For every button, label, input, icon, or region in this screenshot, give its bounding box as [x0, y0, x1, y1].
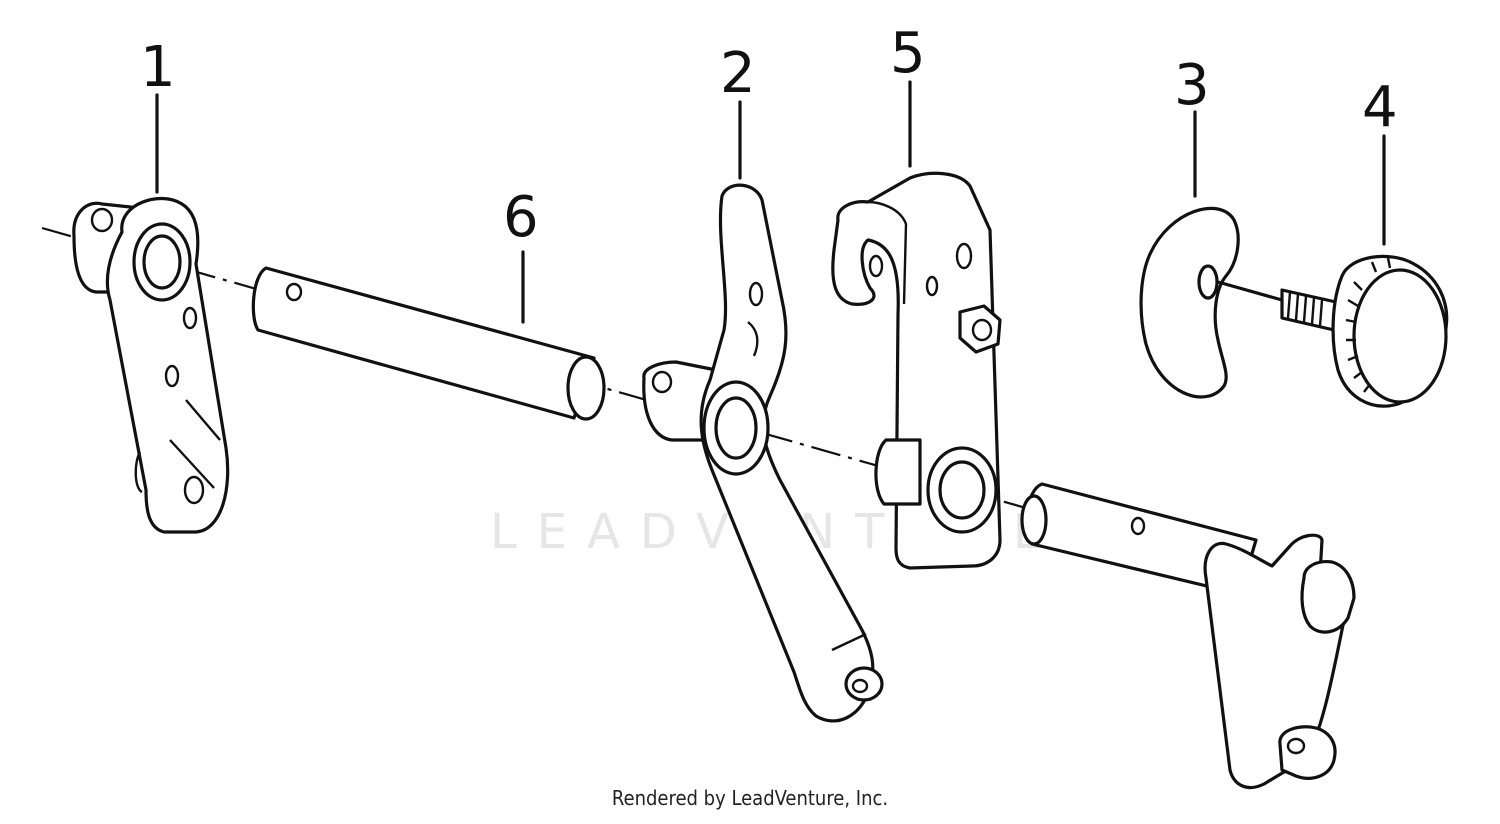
- callout-4: 4: [1362, 75, 1398, 140]
- part-3-washer: [1139, 206, 1240, 399]
- callout-3: 3: [1174, 53, 1210, 118]
- callout-1: 1: [140, 35, 176, 100]
- part-1-lever-bracket: [72, 196, 230, 534]
- footer-credit: Rendered by LeadVenture, Inc.: [611, 786, 889, 810]
- part-2-cranked-arm: [642, 183, 884, 723]
- part-6-shaft: [251, 266, 606, 421]
- callout-5: 5: [890, 21, 926, 86]
- crank-shaft: [1020, 482, 1356, 790]
- callout-6: 6: [503, 185, 539, 250]
- callout-2: 2: [720, 41, 756, 106]
- part-5-support-bracket: [831, 171, 1002, 570]
- part-4-knob-screw: [1216, 254, 1449, 408]
